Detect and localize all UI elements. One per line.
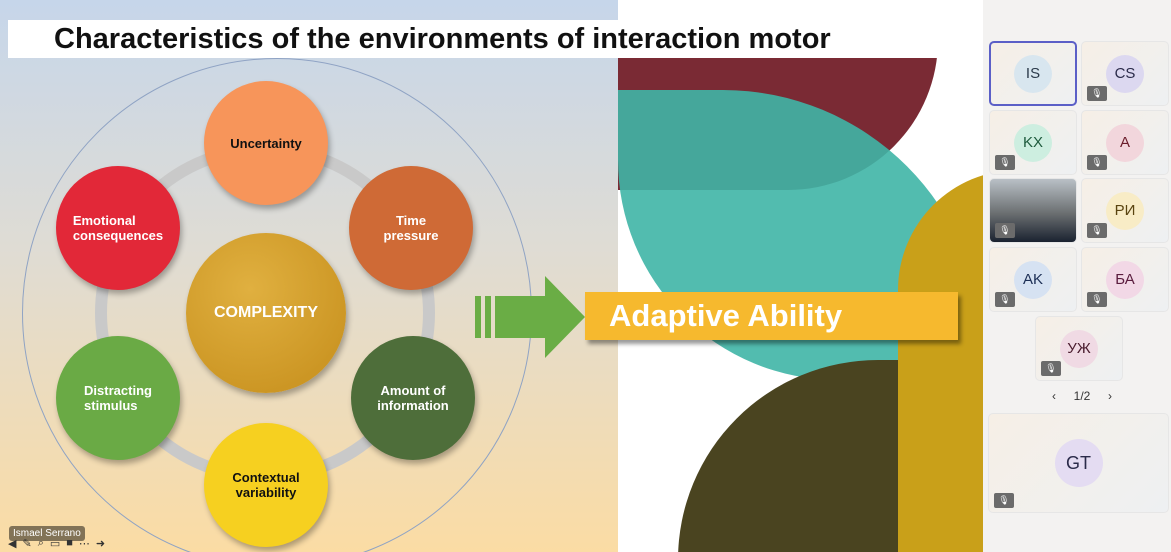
participant-tile[interactable]: CS🎙 <box>1081 41 1169 106</box>
zoom-icon[interactable]: ⌕ <box>37 537 44 549</box>
mic-muted-icon: 🎙 <box>1087 155 1107 170</box>
avatar: IS <box>1014 54 1052 93</box>
participant-tile[interactable]: УЖ🎙 <box>1035 316 1123 381</box>
slide-title: Characteristics of the environments of i… <box>8 20 983 58</box>
result-banner: Adaptive Ability <box>585 292 958 340</box>
slide-left-panel: COMPLEXITY Uncertainty Time pressure Amo… <box>0 0 618 552</box>
factor-emotional-consequences: Emotional consequences <box>56 166 180 290</box>
pager: ‹ 1/2 › <box>1052 389 1112 403</box>
mic-muted-icon: 🎙 <box>1087 292 1107 307</box>
factor-contextual-variability: Contextual variability <box>204 423 328 547</box>
participant-tile[interactable]: БА🎙 <box>1081 247 1169 312</box>
camera-icon[interactable]: ■ <box>66 537 73 549</box>
mic-muted-icon: 🎙 <box>995 155 1015 170</box>
slide-photo-collage <box>618 0 983 552</box>
avatar: GT <box>1054 439 1103 487</box>
participant-tile[interactable]: AK🎙 <box>989 247 1077 312</box>
mic-muted-icon: 🎙 <box>1041 361 1061 376</box>
shared-slide: COMPLEXITY Uncertainty Time pressure Amo… <box>0 0 983 552</box>
factor-uncertainty: Uncertainty <box>204 81 328 205</box>
captions-icon[interactable]: ▭ <box>49 538 61 550</box>
forward-icon[interactable]: ➜ <box>95 538 106 550</box>
mic-muted-icon: 🎙 <box>994 493 1014 508</box>
participant-tile[interactable]: IS <box>989 41 1077 106</box>
participant-tile[interactable]: KX🎙 <box>989 110 1077 175</box>
participant-tile[interactable]: A🎙 <box>1081 110 1169 175</box>
factor-time-pressure: Time pressure <box>349 166 473 290</box>
mic-muted-icon: 🎙 <box>995 223 1015 238</box>
slide-controls: ◀ ✎ ⌕ ▭ ■ ⋯ ➜ <box>8 537 105 550</box>
arrow-icon <box>475 276 585 358</box>
factor-amount-information: Amount of information <box>351 336 475 460</box>
participant-tile[interactable]: РИ🎙 <box>1081 178 1169 243</box>
avatar: УЖ <box>1060 329 1098 368</box>
presenter-name: Ismael Serrano <box>9 526 85 541</box>
avatar: AK <box>1014 260 1052 299</box>
prev-page-icon[interactable]: ‹ <box>1052 389 1056 403</box>
avatar: A <box>1106 123 1144 162</box>
center-complexity: COMPLEXITY <box>186 233 346 393</box>
factor-distracting-stimulus: Distracting stimulus <box>56 336 180 460</box>
avatar: KX <box>1014 123 1052 162</box>
avatar: РИ <box>1106 191 1144 230</box>
back-icon[interactable]: ◀ <box>8 538 17 550</box>
mic-muted-icon: 🎙 <box>1087 223 1107 238</box>
page-indicator: 1/2 <box>1073 389 1091 403</box>
participant-video-tile[interactable]: 🎙 <box>989 178 1077 243</box>
avatar: CS <box>1106 54 1144 93</box>
pinned-participant-tile[interactable]: GT 🎙 <box>988 413 1169 513</box>
avatar: БА <box>1106 260 1144 299</box>
pen-icon[interactable]: ✎ <box>22 538 32 550</box>
mic-muted-icon: 🎙 <box>1087 86 1107 101</box>
more-icon[interactable]: ⋯ <box>78 538 90 550</box>
mic-muted-icon: 🎙 <box>995 292 1015 307</box>
next-page-icon[interactable]: › <box>1108 389 1112 403</box>
